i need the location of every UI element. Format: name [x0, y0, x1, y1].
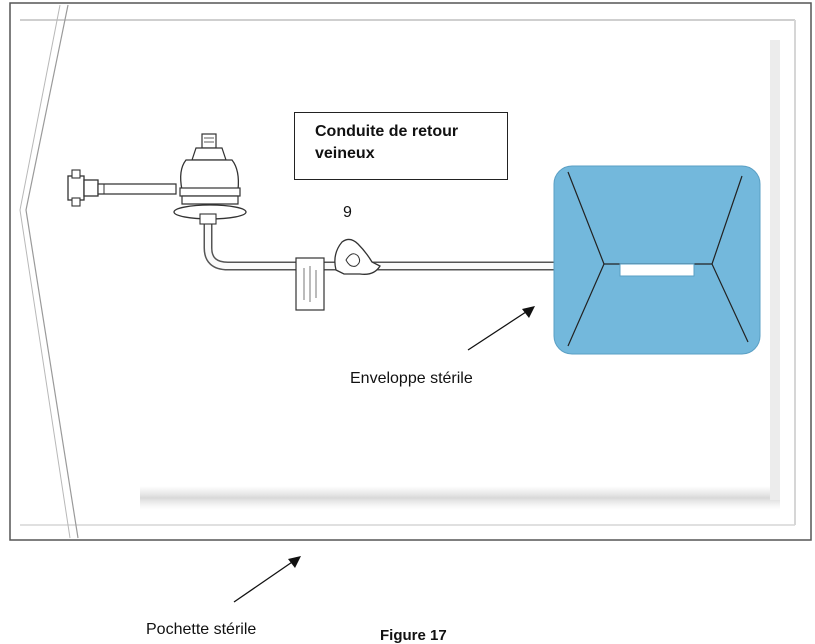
callout-line-2: veineux — [315, 145, 375, 162]
line-label-tag — [295, 257, 325, 311]
venous-return-callout: Conduite de retour veineux — [294, 112, 508, 180]
drip-chamber — [173, 133, 247, 225]
luer-connector — [67, 169, 177, 207]
venous-return-line — [67, 133, 561, 311]
envelope-label: Enveloppe stérile — [350, 370, 473, 387]
pouch-arrow — [233, 556, 301, 603]
callout-line-1: Conduite de retour — [315, 123, 459, 140]
envelope-arrow — [467, 306, 535, 351]
component-number-label: 9 — [343, 204, 352, 221]
tubing-clamp — [334, 238, 381, 275]
pouch-label: Pochette stérile — [146, 621, 257, 638]
figure-caption: Figure 17 — [380, 627, 447, 644]
sterile-envelope — [553, 165, 761, 355]
